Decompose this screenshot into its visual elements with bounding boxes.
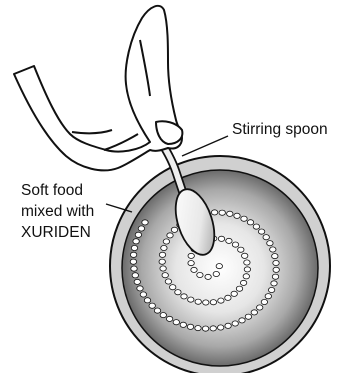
food-granule bbox=[244, 260, 250, 265]
food-granule bbox=[211, 210, 217, 215]
food-granule bbox=[180, 322, 186, 327]
food-granule bbox=[210, 300, 216, 305]
food-granule bbox=[258, 229, 264, 234]
spoon-leader-line bbox=[182, 136, 228, 156]
food-granule bbox=[216, 264, 222, 269]
food-granule bbox=[251, 310, 257, 315]
food-granule bbox=[162, 273, 168, 278]
food-granule bbox=[161, 245, 167, 250]
food-granule bbox=[219, 210, 225, 215]
food-granule bbox=[188, 261, 194, 266]
food-granule bbox=[257, 305, 263, 310]
food-granule bbox=[226, 238, 232, 243]
food-granule bbox=[137, 286, 143, 291]
food-granule bbox=[159, 259, 165, 264]
food-granule bbox=[175, 290, 181, 295]
food-granule bbox=[205, 274, 211, 279]
food-granule bbox=[271, 281, 277, 286]
food-granule bbox=[159, 252, 165, 257]
food-granule bbox=[132, 273, 138, 278]
food-granule bbox=[195, 326, 201, 331]
food-granule bbox=[225, 295, 231, 300]
food-granule bbox=[267, 241, 273, 246]
food-granule bbox=[181, 294, 187, 299]
food-granule bbox=[242, 253, 248, 258]
stirring-spoon-label: Stirring spoon bbox=[232, 119, 328, 140]
food-granule bbox=[140, 292, 146, 297]
food-granule bbox=[213, 271, 219, 276]
soft-food-label: Soft food mixed with XURIDEN bbox=[21, 180, 94, 243]
food-granule bbox=[210, 326, 216, 331]
food-granule bbox=[149, 303, 155, 308]
food-granule bbox=[263, 235, 269, 240]
food-granule bbox=[188, 253, 194, 258]
food-granule bbox=[191, 267, 197, 272]
soft-food-label-line-2: mixed with bbox=[21, 201, 94, 222]
food-granule bbox=[195, 299, 201, 304]
food-granule bbox=[131, 266, 137, 271]
food-granule bbox=[273, 267, 279, 272]
food-granule bbox=[225, 323, 231, 328]
soft-food-label-line-3: XURIDEN bbox=[21, 222, 94, 243]
food-granule bbox=[170, 285, 176, 290]
food-granule bbox=[197, 272, 203, 277]
food-granule bbox=[243, 274, 249, 279]
food-granule bbox=[247, 220, 253, 225]
food-granule bbox=[142, 220, 148, 225]
food-granule bbox=[272, 254, 278, 259]
food-granule bbox=[167, 233, 173, 238]
hand-outline bbox=[14, 6, 182, 171]
food-granule bbox=[218, 236, 224, 241]
food-granule bbox=[239, 318, 245, 323]
food-granule bbox=[173, 320, 179, 325]
bowl bbox=[110, 156, 330, 373]
food-granule bbox=[253, 224, 259, 229]
finger-line-1 bbox=[72, 130, 112, 133]
food-granule bbox=[133, 239, 139, 244]
food-granule bbox=[154, 308, 160, 313]
food-granule bbox=[187, 324, 193, 329]
food-granule bbox=[130, 259, 136, 264]
food-granule bbox=[265, 294, 271, 299]
food-granule bbox=[165, 279, 171, 284]
food-granule bbox=[245, 314, 251, 319]
food-granule bbox=[144, 298, 150, 303]
food-granule bbox=[130, 252, 136, 257]
food-granule bbox=[218, 298, 224, 303]
food-granule bbox=[261, 299, 267, 304]
food-granule bbox=[238, 247, 244, 252]
food-granule bbox=[138, 226, 144, 231]
food-granule bbox=[234, 213, 240, 218]
food-granule bbox=[227, 211, 233, 216]
food-granule bbox=[268, 287, 274, 292]
hand bbox=[14, 6, 182, 171]
food-granule bbox=[163, 239, 169, 244]
food-granule bbox=[134, 279, 140, 284]
food-granule bbox=[236, 286, 242, 291]
food-granule bbox=[273, 260, 279, 265]
food-granule bbox=[203, 300, 209, 305]
food-granule bbox=[202, 326, 208, 331]
food-granule bbox=[160, 313, 166, 318]
food-granule bbox=[272, 274, 278, 279]
food-granule bbox=[135, 232, 141, 237]
food-granule bbox=[270, 247, 276, 252]
food-granule bbox=[166, 316, 172, 321]
food-granule bbox=[171, 227, 177, 232]
food-granule bbox=[160, 266, 166, 271]
food-granule bbox=[218, 325, 224, 330]
soft-food-label-line-1: Soft food bbox=[21, 180, 94, 201]
food-granule bbox=[241, 216, 247, 221]
food-granule bbox=[188, 297, 194, 302]
food-granule bbox=[244, 267, 250, 272]
food-granule bbox=[131, 245, 137, 250]
food-granule bbox=[240, 280, 246, 285]
finger-line-3 bbox=[104, 134, 138, 150]
food-granule bbox=[231, 291, 237, 296]
food-granule bbox=[232, 321, 238, 326]
food-granule bbox=[232, 242, 238, 247]
